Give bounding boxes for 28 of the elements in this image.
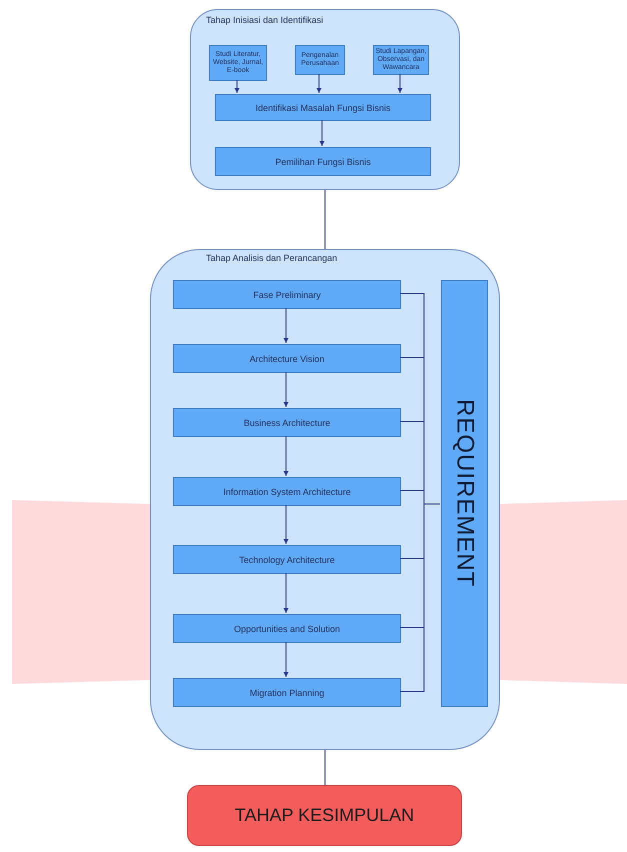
- stage-container: [150, 249, 500, 750]
- stage-heading: Tahap Analisis dan Perancangan: [206, 253, 338, 263]
- process-box: Architecture Vision: [173, 344, 401, 373]
- arrow: [316, 74, 322, 94]
- arrow: [284, 504, 288, 544]
- arrow: [398, 74, 402, 94]
- connector-line: [400, 504, 440, 692]
- stage-container: [190, 9, 460, 190]
- arrow: [234, 80, 240, 94]
- process-box: Business Architecture: [173, 408, 401, 437]
- process-box: Identifikasi Masalah Fungsi Bisnis: [215, 94, 431, 121]
- requirement-bar: REQUIREMENT: [441, 280, 488, 707]
- arrow: [284, 436, 288, 476]
- arrow: [284, 642, 288, 678]
- process-box: Pemilihan Fungsi Bisnis: [215, 147, 431, 176]
- stage-heading: Tahap Inisiasi dan Identifikasi: [206, 15, 324, 25]
- process-box: Information System Architecture: [173, 477, 401, 506]
- arrow: [284, 308, 288, 344]
- process-box: Fase Preliminary: [173, 280, 401, 309]
- conclusion-box: TAHAP KESIMPULAN: [187, 785, 462, 846]
- connector-line: [324, 190, 326, 250]
- process-box: Migration Planning: [173, 678, 401, 707]
- arrow: [284, 372, 288, 408]
- arrow: [284, 572, 288, 614]
- process-box: Opportunities and Solution: [173, 614, 401, 643]
- arrow: [320, 120, 324, 146]
- process-box: Technology Architecture: [173, 545, 401, 574]
- connector-line: [324, 750, 326, 786]
